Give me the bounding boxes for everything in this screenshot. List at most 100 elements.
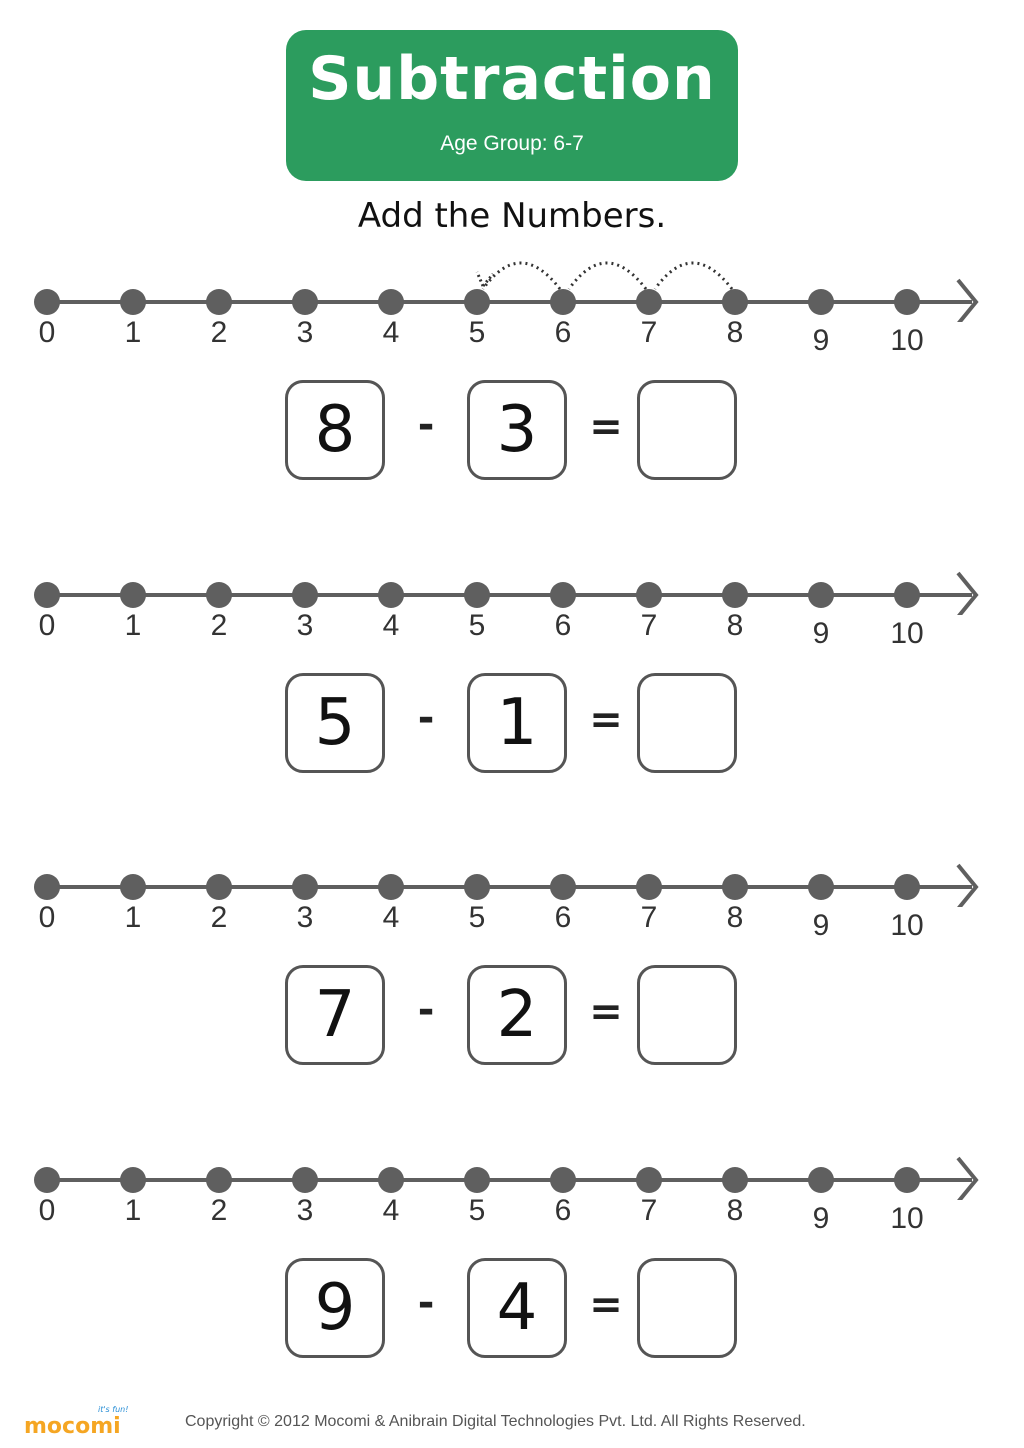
equals-sign: = <box>589 697 623 743</box>
title-banner: Subtraction Age Group: 6-7 <box>286 30 738 181</box>
number-line-label: 8 <box>726 316 744 349</box>
number-line-dot <box>550 1167 576 1193</box>
subtrahend-box: 4 <box>467 1258 567 1358</box>
hop-arc <box>481 261 562 290</box>
minuend-box: 7 <box>285 965 385 1065</box>
number-line-label: 8 <box>726 901 744 934</box>
equals-sign: = <box>589 1282 623 1328</box>
number-line-dot <box>292 582 318 608</box>
number-line-dot <box>120 582 146 608</box>
number-line-label: 3 <box>296 1194 314 1227</box>
age-group: Age Group: 6-7 <box>440 132 584 155</box>
number-line-label: 9 <box>812 324 830 357</box>
minuend-box: 8 <box>285 380 385 480</box>
number-line-label: 5 <box>468 316 486 349</box>
number-line-dot <box>808 1167 834 1193</box>
number-line-label: 3 <box>296 609 314 642</box>
number-line-label: 1 <box>124 609 142 642</box>
number-line-label: 6 <box>554 1194 572 1227</box>
number-line-dot <box>464 1167 490 1193</box>
number-line-dot <box>292 289 318 315</box>
mocomi-logo: it's fun! mocomi <box>24 1405 128 1437</box>
subtrahend-box: 1 <box>467 673 567 773</box>
number-line-label: 1 <box>124 316 142 349</box>
number-line-label: 10 <box>890 909 924 942</box>
number-line-label: 5 <box>468 1194 486 1227</box>
number-line-dot <box>464 582 490 608</box>
hop-arc <box>653 261 734 290</box>
number-line-label: 5 <box>468 901 486 934</box>
number-line-dot <box>636 1167 662 1193</box>
number-line-dot <box>550 582 576 608</box>
number-line-label: 10 <box>890 617 924 650</box>
number-line-dot <box>550 289 576 315</box>
number-line-dot <box>206 289 232 315</box>
number-line-label: 4 <box>382 609 400 642</box>
number-line-label: 7 <box>640 316 658 349</box>
number-line-label: 10 <box>890 1202 924 1235</box>
subtrahend-box: 2 <box>467 965 567 1065</box>
minuend-box: 9 <box>285 1258 385 1358</box>
number-line-label: 10 <box>890 324 924 357</box>
subtrahend-box: 3 <box>467 380 567 480</box>
logo-tagline: it's fun! <box>98 1405 128 1414</box>
hop-arc <box>567 261 648 290</box>
number-line-dot <box>378 874 404 900</box>
number-line-label: 4 <box>382 901 400 934</box>
number-line-label: 6 <box>554 609 572 642</box>
number-line-label: 0 <box>38 901 56 934</box>
number-line-dot <box>550 874 576 900</box>
number-line-label: 4 <box>382 1194 400 1227</box>
number-line-dot <box>34 874 60 900</box>
number-line-dot <box>722 1167 748 1193</box>
number-line-dot <box>808 582 834 608</box>
answer-box[interactable] <box>637 380 737 480</box>
number-line-dot <box>292 1167 318 1193</box>
minus-sign: - <box>417 1280 435 1326</box>
page-title: Subtraction <box>308 44 716 114</box>
number-line-graphic <box>34 863 979 907</box>
answer-box[interactable] <box>637 673 737 773</box>
answer-box[interactable] <box>637 1258 737 1358</box>
number-line-dot <box>808 289 834 315</box>
number-line-label: 2 <box>210 1194 228 1227</box>
arrow-head-icon <box>956 1156 979 1200</box>
number-line-label: 6 <box>554 316 572 349</box>
minuend-box: 5 <box>285 673 385 773</box>
answer-box[interactable] <box>637 965 737 1065</box>
number-line-label: 6 <box>554 901 572 934</box>
minus-sign: - <box>417 695 435 741</box>
number-line-label: 7 <box>640 901 658 934</box>
number-line-dot <box>292 874 318 900</box>
number-line-dot <box>464 874 490 900</box>
logo-text: mocomi <box>24 1414 121 1437</box>
number-line-label: 4 <box>382 316 400 349</box>
number-line-dot <box>636 874 662 900</box>
number-line-dot <box>120 289 146 315</box>
number-line-label: 3 <box>296 901 314 934</box>
number-line-dot <box>206 874 232 900</box>
number-line-label: 0 <box>38 316 56 349</box>
number-line-dot <box>894 874 920 900</box>
number-line-dot <box>378 582 404 608</box>
number-line-graphic <box>34 571 979 615</box>
number-line-dot <box>464 289 490 315</box>
number-line-dot <box>636 289 662 315</box>
number-line-dot <box>722 289 748 315</box>
number-line-dot <box>206 582 232 608</box>
minus-sign: - <box>417 987 435 1033</box>
number-line-label: 5 <box>468 609 486 642</box>
number-line-dot <box>34 1167 60 1193</box>
number-line-dot <box>894 289 920 315</box>
instruction: Add the Numbers. <box>357 196 667 236</box>
number-line-label: 0 <box>38 1194 56 1227</box>
number-line-dot <box>120 874 146 900</box>
number-line-dot <box>120 1167 146 1193</box>
number-line-label: 8 <box>726 609 744 642</box>
equals-sign: = <box>589 989 623 1035</box>
number-line-label: 8 <box>726 1194 744 1227</box>
number-line-label: 2 <box>210 901 228 934</box>
number-line-dot <box>636 582 662 608</box>
